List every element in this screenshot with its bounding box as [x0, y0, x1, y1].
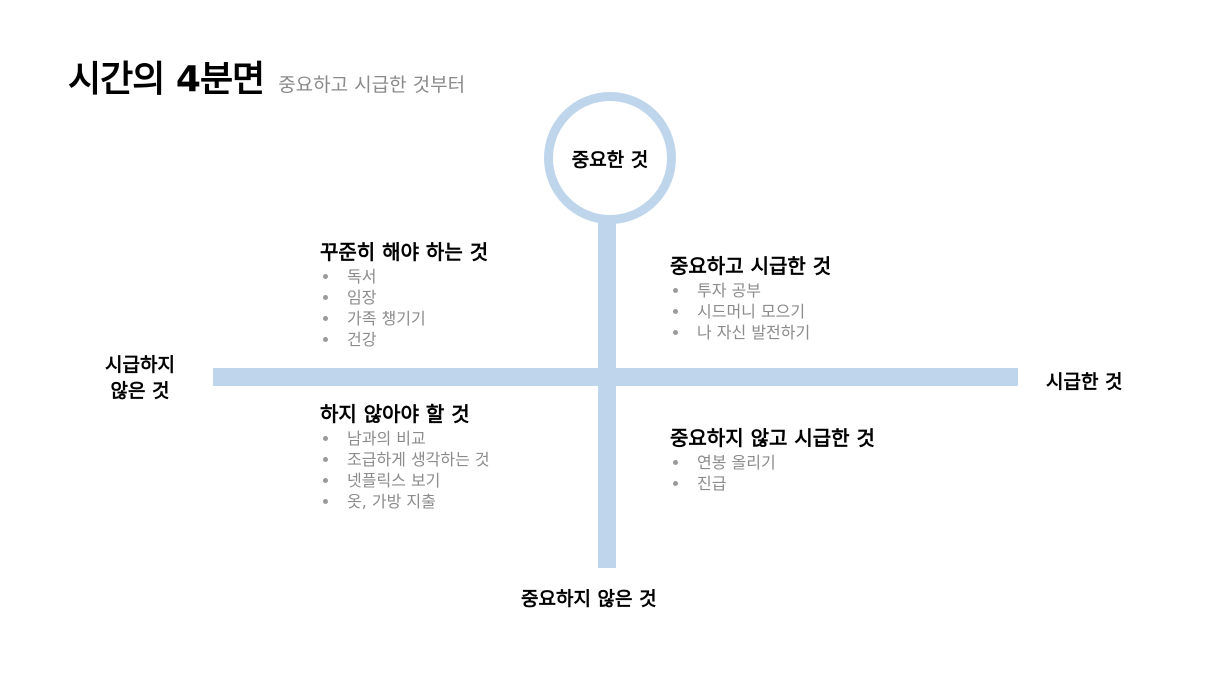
- list-item-text: 넷플릭스 보기: [347, 471, 441, 490]
- page-subtitle: 중요하고 시급한 것부터: [278, 74, 466, 96]
- bullet-icon: [673, 330, 678, 335]
- list-item: 시드머니 모으기: [670, 301, 831, 322]
- page-title: 시간의 4분면: [68, 59, 265, 100]
- list-item-text: 독서: [347, 267, 377, 286]
- bullet-icon: [323, 457, 328, 462]
- bullet-icon: [323, 274, 328, 279]
- list-item-text: 가족 챙기기: [347, 309, 426, 328]
- bullet-icon: [323, 478, 328, 483]
- list-item-text: 연봉 올리기: [697, 453, 776, 472]
- importance-circle: 중요한 것: [544, 92, 676, 224]
- bullet-icon: [673, 481, 678, 486]
- quadrant-title: 하지 않아야 할 것: [320, 402, 470, 426]
- list-item: 조급하게 생각하는 것: [320, 449, 490, 470]
- axis-label-left-line: 시급하지: [105, 354, 175, 376]
- bullet-icon: [323, 436, 328, 441]
- list-item: 진급: [670, 473, 875, 494]
- quadrant-title: 꾸준히 해야 하는 것: [320, 240, 489, 264]
- list-item-text: 진급: [697, 474, 727, 493]
- list-item: 임장: [320, 287, 488, 308]
- list-item-text: 남과의 비교: [347, 429, 426, 448]
- list-item: 남과의 비교: [320, 428, 490, 449]
- list-item: 독서: [320, 266, 488, 287]
- list-item-text: 건강: [347, 330, 377, 349]
- list-item: 연봉 올리기: [670, 452, 875, 473]
- axis-label-right: 시급한 것: [1046, 371, 1123, 393]
- axis-label-bottom: 중요하지 않은 것: [521, 588, 657, 610]
- title-row: 시간의 4분면 중요하고 시급한 것부터: [68, 50, 465, 102]
- list-item: 건강: [320, 329, 488, 350]
- quadrant-title: 중요하지 않고 시급한 것: [670, 426, 875, 450]
- list-item-text: 임장: [347, 288, 377, 307]
- list-item: 나 자신 발전하기: [670, 322, 831, 343]
- list-item-text: 옷, 가방 지출: [347, 492, 436, 511]
- bullet-icon: [323, 337, 328, 342]
- list-item-text: 조급하게 생각하는 것: [347, 450, 490, 469]
- axis-label-left-line: 않은 것: [110, 380, 170, 402]
- list-item: 투자 공부: [670, 280, 831, 301]
- bullet-icon: [323, 499, 328, 504]
- list-item: 넷플릭스 보기: [320, 470, 490, 491]
- bullet-icon: [323, 295, 328, 300]
- quadrant-title: 중요하고 시급한 것: [670, 254, 832, 278]
- bullet-icon: [323, 316, 328, 321]
- vertical-axis-bar: [598, 222, 616, 568]
- list-item-text: 시드머니 모으기: [697, 302, 806, 321]
- bullet-icon: [673, 460, 678, 465]
- list-item: 옷, 가방 지출: [320, 491, 490, 512]
- list-item-text: 나 자신 발전하기: [697, 323, 811, 342]
- list-item: 가족 챙기기: [320, 308, 488, 329]
- bullet-icon: [673, 288, 678, 293]
- bullet-icon: [673, 309, 678, 314]
- list-item-text: 투자 공부: [697, 281, 761, 300]
- horizontal-axis-bar: [213, 368, 1018, 386]
- axis-label-top: 중요한 것: [571, 148, 649, 171]
